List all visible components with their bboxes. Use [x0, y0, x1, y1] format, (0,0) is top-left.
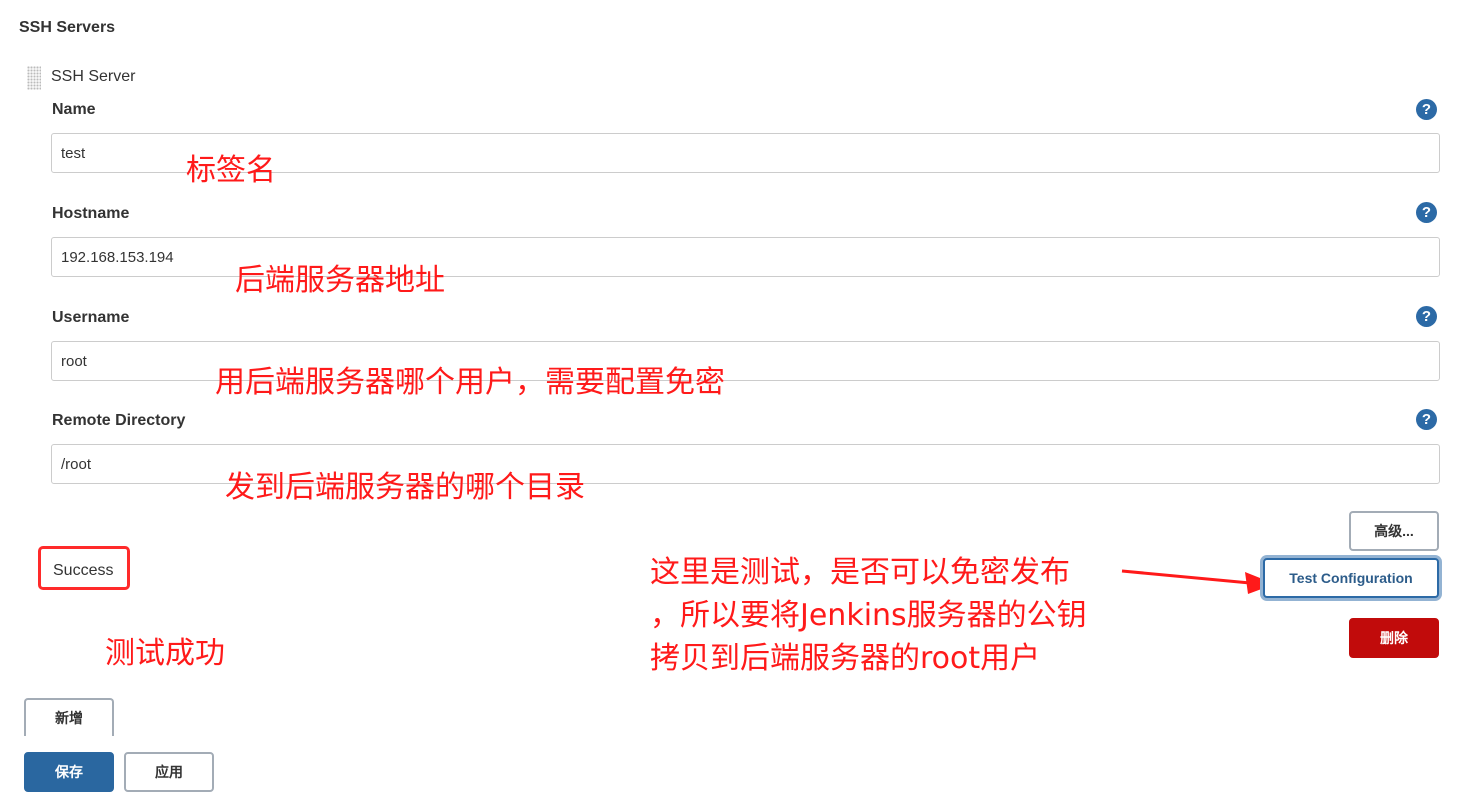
name-input[interactable] [51, 133, 1440, 173]
drag-handle-icon[interactable] [27, 66, 41, 90]
delete-button[interactable]: 删除 [1349, 618, 1439, 658]
help-icon[interactable]: ? [1416, 409, 1437, 430]
advanced-button[interactable]: 高级... [1349, 511, 1439, 551]
name-label: Name [52, 101, 96, 118]
annotation-remote-directory: 发到后端服务器的哪个目录 [225, 470, 585, 505]
help-icon[interactable]: ? [1416, 306, 1437, 327]
test-configuration-button[interactable]: Test Configuration [1263, 558, 1439, 598]
annotation-name: 标签名 [186, 153, 276, 188]
save-button[interactable]: 保存 [24, 752, 114, 792]
add-button[interactable]: 新增 [24, 698, 114, 736]
annotation-username: 用后端服务器哪个用户，需要配置免密 [215, 365, 725, 400]
username-input[interactable] [51, 341, 1440, 381]
apply-button[interactable]: 应用 [124, 752, 214, 792]
hostname-input[interactable] [51, 237, 1440, 277]
test-status-text: Success [53, 562, 114, 579]
success-highlight-box [38, 546, 130, 590]
annotation-test-line3: 拷贝到后端服务器的root用户 [650, 641, 1041, 676]
help-icon[interactable]: ? [1416, 202, 1437, 223]
username-label: Username [52, 309, 130, 326]
section-title: SSH Servers [19, 19, 116, 36]
annotation-success: 测试成功 [105, 636, 225, 671]
annotation-test-line1: 这里是测试，是否可以免密发布 [650, 555, 1070, 590]
help-icon[interactable]: ? [1416, 99, 1437, 120]
server-item-title: SSH Server [51, 68, 136, 85]
annotation-test-line2: ，所以要将Jenkins服务器的公钥 [650, 598, 1087, 633]
annotation-hostname: 后端服务器地址 [235, 263, 445, 298]
remote-directory-label: Remote Directory [52, 412, 186, 429]
remote-directory-input[interactable] [51, 444, 1440, 484]
hostname-label: Hostname [52, 205, 130, 222]
arrow-icon [1121, 569, 1275, 594]
